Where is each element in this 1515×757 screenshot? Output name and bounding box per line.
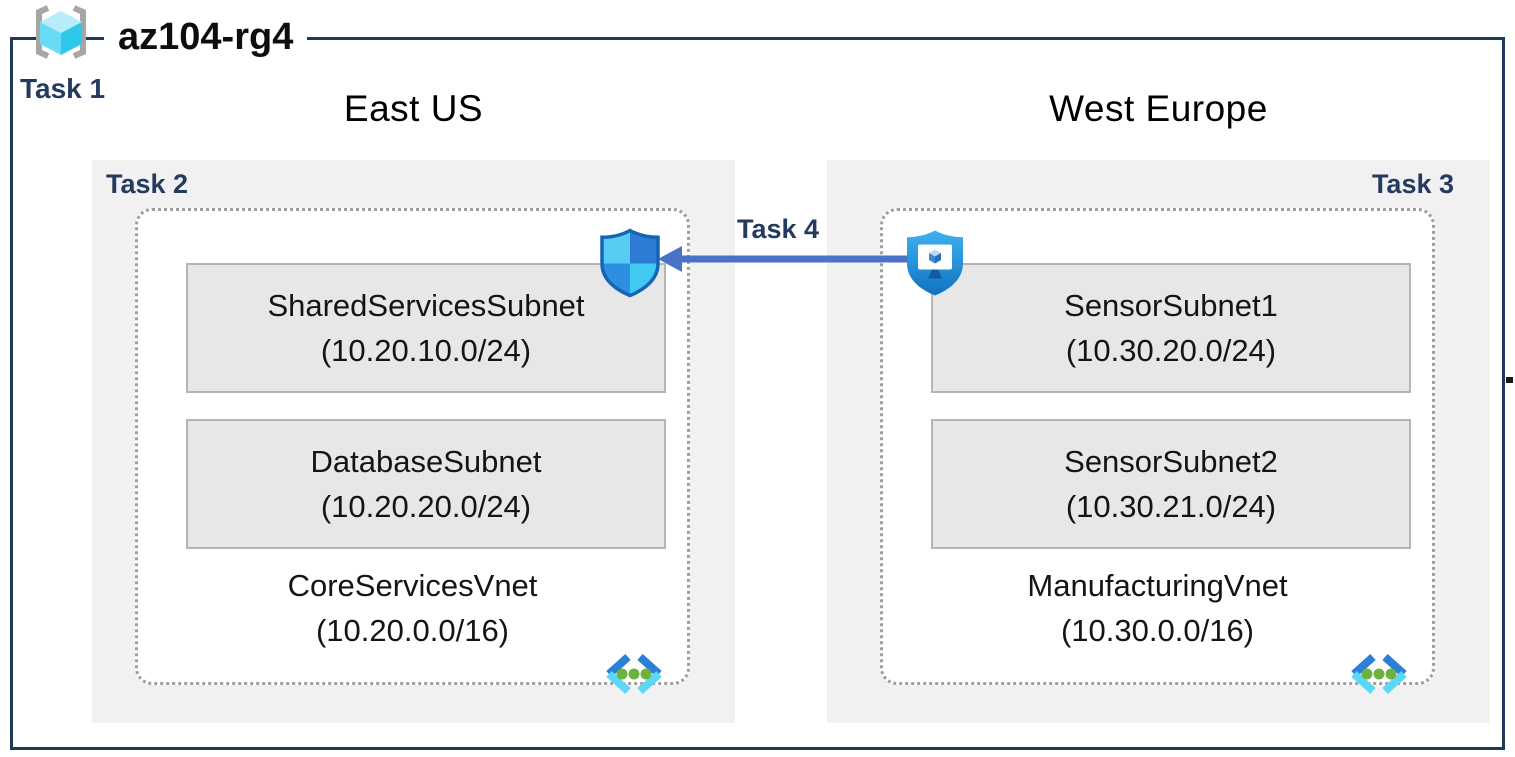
subnet-sharedservices: SharedServicesSubnet (10.20.10.0/24) [186, 263, 666, 393]
task3-label: Task 3 [1371, 169, 1454, 199]
edge-artifact-mark [1506, 377, 1513, 383]
resource-group-title: az104-rg4 [104, 14, 308, 60]
bastion-icon [907, 230, 963, 296]
vnet-label-coreservices: CoreServicesVnet (10.20.0.0/16) [138, 563, 687, 653]
vnet-manufacturing: SensorSubnet1 (10.30.20.0/24) SensorSubn… [880, 208, 1435, 694]
network-security-group-icon [600, 228, 660, 298]
region-title-east-us: East US [343, 88, 484, 129]
task1-label: Task 1 [20, 73, 106, 104]
subnet-name: DatabaseSubnet [310, 444, 542, 479]
resource-group-icon [36, 5, 86, 59]
virtual-network-icon [1351, 654, 1407, 694]
subnet-name: SharedServicesSubnet [267, 288, 585, 323]
region-west-europe: Task 3 SensorSubnet1 (10.30.20.0/24) Sen… [827, 160, 1490, 723]
vnet-name: CoreServicesVnet [287, 568, 538, 603]
subnet-cidr: (10.20.20.0/24) [320, 489, 532, 524]
subnet-cidr: (10.30.20.0/24) [1065, 333, 1277, 368]
subnet-database: DatabaseSubnet (10.20.20.0/24) [186, 419, 666, 549]
vnet-cidr: (10.20.0.0/16) [315, 613, 510, 648]
vnet-label-manufacturing: ManufacturingVnet (10.30.0.0/16) [883, 563, 1432, 653]
vnet-coreservices: SharedServicesSubnet (10.20.10.0/24) Dat… [135, 208, 690, 694]
vnet-name: ManufacturingVnet [1027, 568, 1288, 603]
monitor-stand-shape [928, 269, 942, 279]
subnet-sensor1: SensorSubnet1 (10.30.20.0/24) [931, 263, 1411, 393]
subnet-cidr: (10.20.10.0/24) [320, 333, 532, 368]
peering-arrow [658, 246, 947, 272]
resource-group-border [10, 37, 1505, 750]
task2-label: Task 2 [106, 169, 189, 199]
vnet-cidr: (10.30.0.0/16) [1060, 613, 1255, 648]
subnet-cidr: (10.30.21.0/24) [1065, 489, 1277, 524]
virtual-network-icon [606, 654, 662, 694]
subnet-name: SensorSubnet1 [1064, 288, 1278, 323]
subnet-name: SensorSubnet2 [1064, 444, 1278, 479]
subnet-sensor2: SensorSubnet2 (10.30.21.0/24) [931, 419, 1411, 549]
region-title-west-europe: West Europe [1049, 88, 1268, 129]
task4-label: Task 4 [736, 214, 820, 244]
